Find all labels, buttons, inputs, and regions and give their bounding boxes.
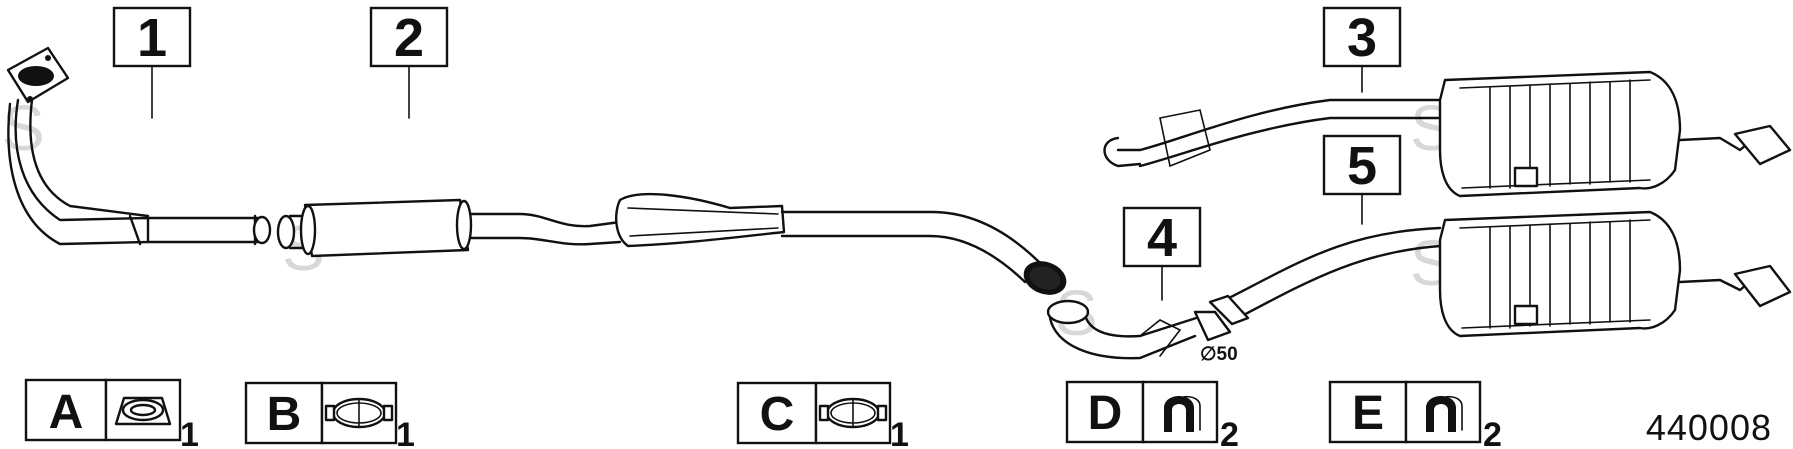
part-number: 4 xyxy=(1147,208,1177,268)
part-2-intermediate-pipe xyxy=(276,192,1067,295)
accessory-letter: A xyxy=(49,386,84,439)
part-1-front-pipe xyxy=(6,46,272,246)
part-5-rear-silencer xyxy=(1208,210,1792,338)
pipe-clamp-icon xyxy=(818,397,888,429)
accessory-A: A 1 xyxy=(24,378,199,449)
part-3-rear-silencer xyxy=(1103,70,1792,198)
accessory-qty: 1 xyxy=(890,416,909,449)
accessory-letter: B xyxy=(267,388,302,441)
diameter-label: ∅50 xyxy=(1200,344,1238,365)
part-number: 1 xyxy=(137,8,167,68)
accessory-letter: E xyxy=(1352,387,1384,440)
rubber-hanger-icon xyxy=(1164,395,1201,432)
accessory-D: D 2 xyxy=(1065,380,1239,449)
accessory-letter: C xyxy=(760,388,795,441)
callout-part-5: 5 xyxy=(1322,134,1402,225)
pipe-clamp-icon xyxy=(324,397,394,429)
part-4-bend-pipe: ∅50 xyxy=(1046,299,1238,365)
callout-part-1: 1 xyxy=(112,6,192,119)
part-number: 2 xyxy=(394,8,424,68)
gasket-ring-icon xyxy=(114,396,172,426)
accessory-letter: D xyxy=(1088,387,1123,440)
accessory-qty: 2 xyxy=(1220,416,1239,449)
accessory-qty: 1 xyxy=(396,416,415,449)
callout-part-3: 3 xyxy=(1322,6,1402,93)
callout-part-4: 4 xyxy=(1122,206,1202,301)
reference-number: 440008 xyxy=(1646,407,1772,448)
rubber-hanger-icon xyxy=(1426,395,1463,432)
accessory-qty: 2 xyxy=(1483,416,1502,449)
accessory-B: B 1 xyxy=(244,381,415,449)
callout-part-2: 2 xyxy=(369,6,449,119)
part-number: 3 xyxy=(1347,8,1377,68)
part-number: 5 xyxy=(1347,136,1377,196)
accessory-E: E 2 xyxy=(1328,380,1502,449)
accessory-qty: 1 xyxy=(180,416,199,449)
accessory-C: C 1 xyxy=(736,381,909,449)
